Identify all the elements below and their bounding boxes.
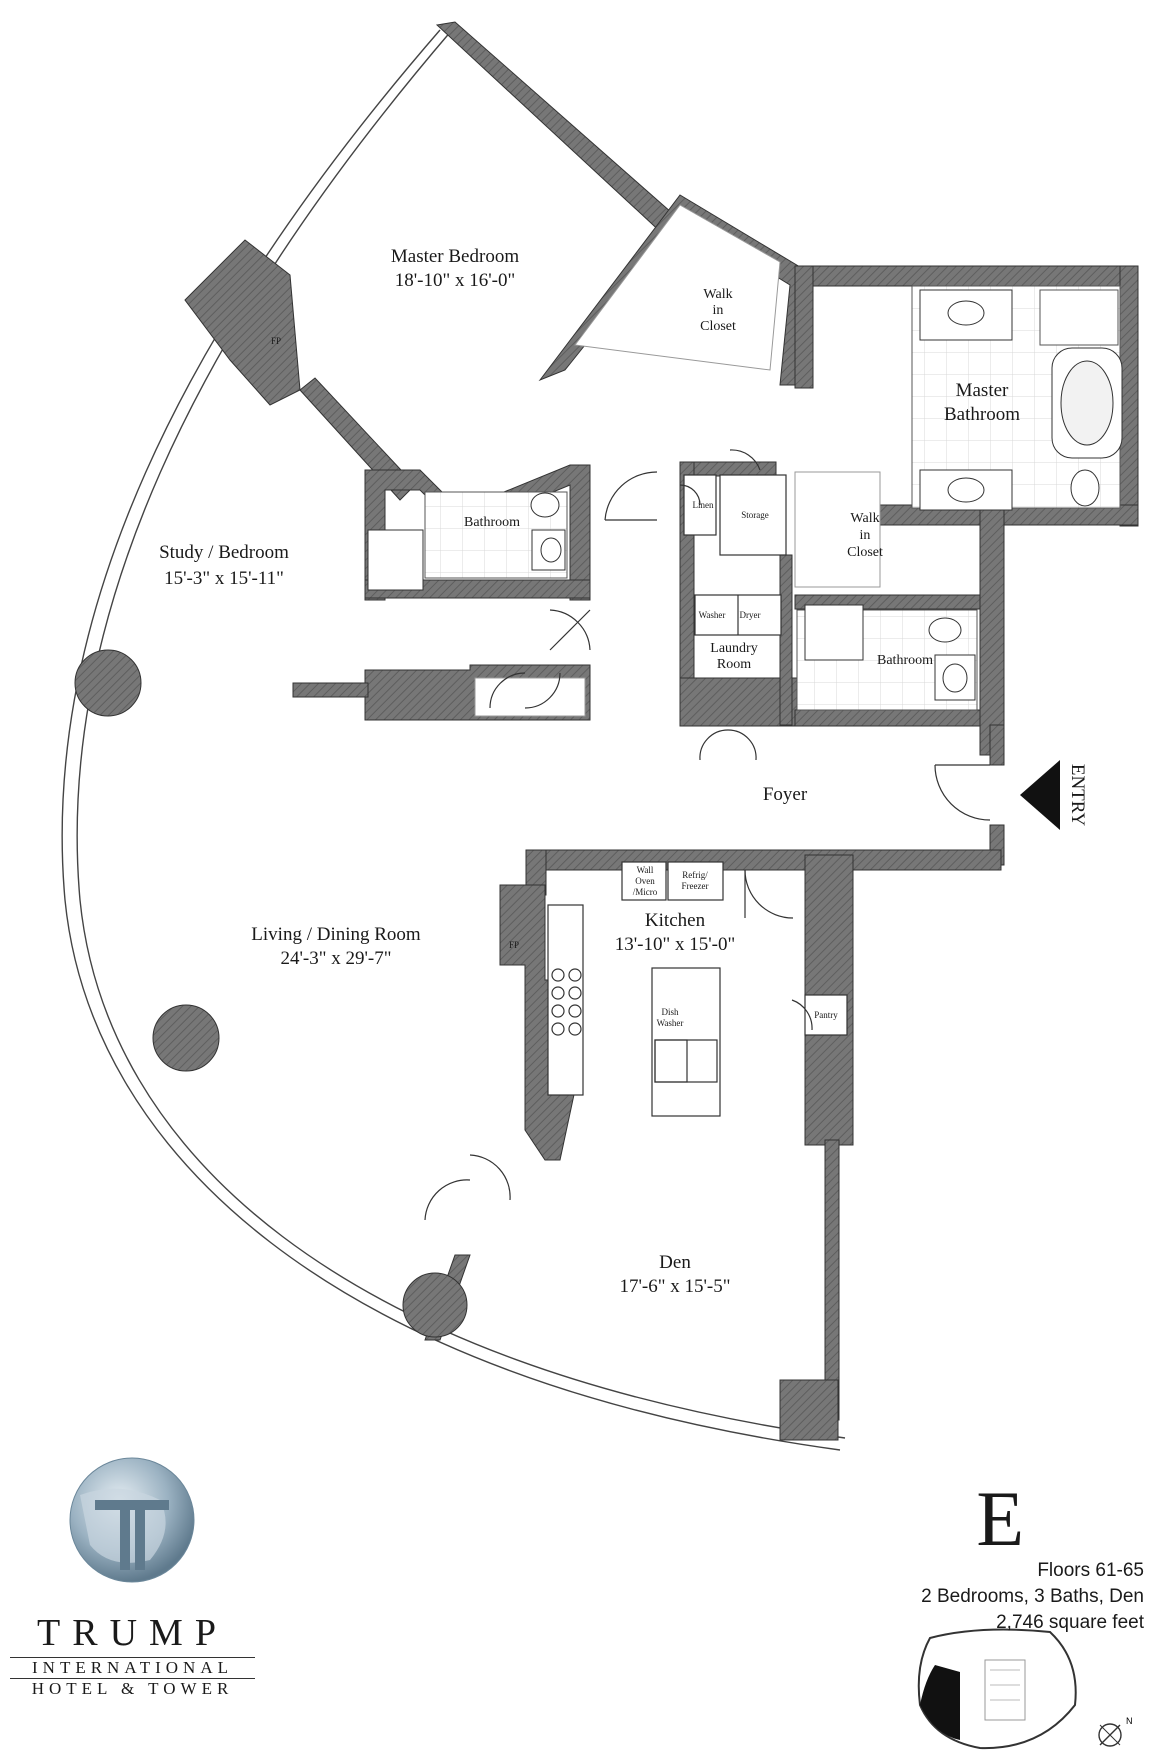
label-bathroom-study: Bathroom — [464, 515, 520, 530]
label-refrig-2: Freezer — [682, 881, 709, 891]
label-study-bedroom: Study / Bedroom — [159, 542, 289, 563]
key-plan — [917, 1628, 1077, 1750]
hall-bathroom-fixtures — [796, 604, 978, 711]
column-west — [74, 649, 142, 717]
label-wic-master-3: Closet — [700, 319, 736, 334]
unit-info: E Floors 61-65 2 Bedrooms, 3 Baths, Den … — [844, 1480, 1144, 1636]
compass-icon: N — [1098, 1716, 1133, 1747]
label-fp-living: FP — [509, 940, 519, 950]
label-laundry-1: Laundry — [710, 641, 757, 656]
label-master-bedroom-size: 18'-10" x 16'-0" — [395, 270, 516, 291]
label-wic-hall-3: Closet — [847, 545, 883, 560]
wall-oven — [621, 861, 667, 901]
compass-north-label: N — [1126, 1716, 1133, 1726]
label-refrig-1: Refrig/ — [682, 870, 708, 880]
toilet-hall — [928, 617, 962, 643]
label-wall-oven-3: /Micro — [633, 887, 658, 897]
label-den-size: 17'-6" x 15'-5" — [619, 1276, 730, 1297]
label-wic-hall-2: in — [860, 528, 871, 543]
label-linen: Linen — [693, 500, 714, 510]
label-entry: ENTRY — [1067, 764, 1088, 827]
label-study-bedroom-size: 15'-3" x 15'-11" — [164, 568, 284, 589]
unit-floors: Floors 61-65 — [1037, 1560, 1144, 1581]
toilet-master — [1070, 469, 1100, 507]
label-master-bedroom: Master Bedroom — [391, 246, 519, 267]
entry-arrow-icon — [1020, 760, 1060, 830]
toilet-study — [530, 492, 560, 518]
study-bathroom-fixtures — [367, 491, 568, 591]
label-living-dining-size: 24'-3" x 29'-7" — [280, 948, 391, 969]
label-storage: Storage — [741, 510, 769, 520]
label-wall-oven-1: Wall — [637, 865, 654, 875]
shower-hall — [804, 604, 864, 661]
refrigerator — [667, 861, 724, 901]
sink-bowl-1 — [654, 1039, 688, 1083]
unit-letter: E — [976, 1475, 1024, 1562]
label-kitchen-size: 13'-10" x 15'-0" — [615, 934, 736, 955]
structural-columns — [74, 649, 468, 1338]
unit-rooms-summary: 2 Bedrooms, 3 Baths, Den — [921, 1586, 1144, 1607]
label-den: Den — [659, 1252, 691, 1273]
column-living — [152, 1004, 220, 1072]
shower-study — [367, 529, 424, 591]
label-kitchen: Kitchen — [645, 910, 706, 931]
label-wall-oven-2: Oven — [635, 876, 655, 886]
label-dish-washer-1: Dish — [661, 1007, 679, 1017]
brand-sub-international: INTERNATIONAL — [10, 1657, 255, 1679]
cooktop — [551, 968, 582, 1036]
label-laundry-2: Room — [717, 657, 751, 672]
label-master-bathroom-2: Bathroom — [944, 404, 1020, 425]
label-bathroom-hall: Bathroom — [877, 653, 933, 668]
label-wic-master-1: Walk — [703, 287, 732, 302]
label-wic-master-2: in — [713, 303, 724, 318]
room-labels: Master Bedroom 18'-10" x 16'-0" Walk in … — [159, 246, 1088, 1297]
label-dish-washer-2: Washer — [657, 1018, 684, 1028]
label-dryer: Dryer — [740, 610, 761, 620]
globe-logo-icon — [69, 1457, 195, 1583]
laundry-storage — [683, 474, 787, 636]
brand-block: TRUMP INTERNATIONAL HOTEL & TOWER — [10, 1455, 255, 1699]
closet-racks — [474, 204, 881, 717]
label-fp-bedroom: FP — [271, 336, 281, 346]
label-foyer: Foyer — [763, 784, 808, 805]
kitchen-appliances — [547, 861, 848, 1117]
label-washer: Washer — [699, 610, 726, 620]
brand-main: TRUMP — [37, 1612, 228, 1654]
label-pantry: Pantry — [814, 1010, 838, 1020]
column-den — [402, 1272, 468, 1338]
label-wic-hall-1: Walk — [850, 511, 879, 526]
label-master-bathroom-1: Master — [956, 380, 1009, 401]
counter — [547, 904, 584, 1096]
unit-area: 2,746 square feet — [996, 1612, 1144, 1633]
master-bathroom-fixtures — [911, 285, 1123, 511]
brand-sub-hotel: HOTEL & TOWER — [31, 1679, 234, 1698]
label-living-dining: Living / Dining Room — [251, 924, 421, 945]
shower — [1039, 289, 1119, 346]
door-swings — [424, 449, 991, 1221]
